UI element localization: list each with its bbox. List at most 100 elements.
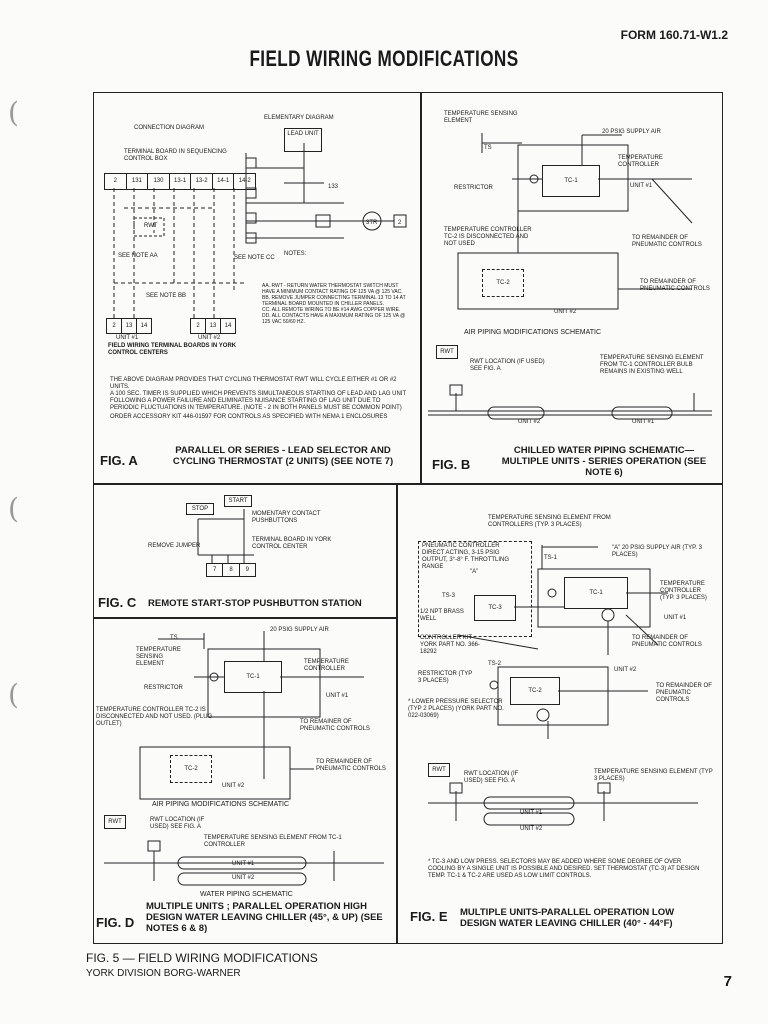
para-2: A 100 SEC. TIMER IS SUPPLIED WHICH PREVE… xyxy=(110,391,407,411)
terminal-cell: 13-1 xyxy=(170,174,192,189)
133-label: 133 xyxy=(328,184,339,190)
fig-b-label: FIG. B xyxy=(432,457,471,472)
restrictor-label: RESTRICTOR xyxy=(144,685,183,691)
rwt-box: RWT xyxy=(104,815,126,829)
tc2-box: TC-2 xyxy=(170,755,212,783)
tc2-note: TEMPERATURE CONTROLLER TC-2 IS DISCONNEC… xyxy=(96,707,213,727)
terminal-boards-caption: FIELD WIRING TERMINAL BOARDS IN YORK CON… xyxy=(108,343,237,356)
terminal-cell: 7 xyxy=(207,564,224,576)
temp-sensing-label: TEMPERATURE SENSING ELEMENT FROM CONTROL… xyxy=(488,515,611,528)
lp-selector-label: * LOWER PRESSURE SELECTOR (TYP 2 PLACES)… xyxy=(408,699,504,719)
fig-e-water-piping xyxy=(428,782,698,826)
fig-e-label: FIG. E xyxy=(410,909,448,924)
rwt-box: RWT xyxy=(436,345,458,359)
remainder-2: TO REMAINDER OF PNEUMATIC CONTROLS xyxy=(656,683,712,703)
npt-label: 1/2 NPT BRASS WELL xyxy=(420,609,464,622)
terminal-cell: 13-2 xyxy=(191,174,213,189)
company-name: YORK DIVISION BORG-WARNER xyxy=(86,968,241,979)
3tr-label: 3TR xyxy=(366,220,378,226)
restrictor-label: RESTRICTOR xyxy=(454,185,493,191)
remainder-2: TO REMAINDER OF PNEUMATIC CONTROLS xyxy=(316,759,386,772)
air-schematic-label: AIR PIPING MODIFICATIONS SCHEMATIC xyxy=(152,801,290,808)
terminal-board-label: TERMINAL BOARD IN YORK CONTROL CENTER xyxy=(252,537,332,550)
footnote: * TC-3 AND LOW PRESS. SELECTORS MAY BE A… xyxy=(428,859,700,879)
tc2-note: TEMPERATURE CONTROLLER TC-2 IS DISCONNEC… xyxy=(444,227,532,247)
ts1-label: TS-1 xyxy=(544,555,558,561)
temp-controller-label: TEMPERATURE CONTROLLER xyxy=(304,659,349,672)
fig-c: START STOP MOMENTARY CONTACT PUSHBUTTONS… xyxy=(94,485,396,617)
pneumatic-controller-label: PNEUMATIC CONTROLLER DIRECT ACTING, 3-15… xyxy=(422,543,510,570)
unit2-label: UNIT #2 xyxy=(614,667,637,673)
see-note-bb: SEE NOTE BB xyxy=(146,293,187,299)
fig-c-label: FIG. C xyxy=(98,595,137,610)
figure-caption: FIG. 5 — FIELD WIRING MODIFICATIONS xyxy=(86,951,318,965)
temp-controller-label: TEMPERATURE CONTROLLER xyxy=(618,155,663,168)
terminal-strip: 2 131 130 13-1 13-2 14-1 14-2 xyxy=(104,173,256,190)
elementary-diagram-label: ELEMENTARY DIAGRAM xyxy=(264,115,334,121)
notes-label: NOTES: xyxy=(284,251,307,257)
a-label: "A" xyxy=(470,569,479,575)
rwt-location: RWT LOCATION (IF USED) SEE FIG. A xyxy=(470,359,545,372)
margin-mark: ( xyxy=(8,492,19,525)
fig-d-water-piping xyxy=(104,840,384,886)
rwt-location: RWT LOCATION (IF USED) SEE FIG. A xyxy=(464,771,519,784)
fig-d-caption: MULTIPLE UNITS ; PARALLEL OPERATION HIGH… xyxy=(146,901,383,934)
momentary-label: MOMENTARY CONTACT PUSHBUTTONS xyxy=(252,511,321,524)
terminal-cell: 9 xyxy=(245,567,249,573)
ts-label: TS xyxy=(170,635,178,641)
note-dd: DD. ALL CONTACTS HAVE A MAXIMUM RATING O… xyxy=(262,313,406,325)
fig-a-wiring: 3TR 2 133 xyxy=(113,143,407,318)
margin-mark: ( xyxy=(8,96,19,129)
remainder-1: TO REMAINDER OF PNEUMATIC CONTROLS xyxy=(632,635,702,648)
para-3: ORDER ACCESSORY KIT 446-01597 FOR CONTRO… xyxy=(110,414,388,420)
horizontal-divider-mid xyxy=(93,483,723,485)
note-bb: BB. REMOVE JUMPER CONNECTING TERMINAL 13… xyxy=(262,295,406,307)
rwt-location: RWT LOCATION (IF USED) SEE FIG. A xyxy=(150,817,205,830)
temp-sensing-label: TEMPERATURE SENSING ELEMENT xyxy=(444,111,518,124)
fig-d: 20 PSIG SUPPLY AIR TS TEMPERATURE SENSIN… xyxy=(94,619,396,942)
ts3-label: TS-3 xyxy=(442,593,456,599)
remainder-1: TO REMAINDER OF PNEUMATIC CONTROLS xyxy=(632,235,702,248)
fig-d-air-piping xyxy=(139,631,364,800)
unit2-pipe-label: UNIT #2 xyxy=(520,826,543,832)
tc3-box: TC-3 xyxy=(474,595,516,621)
unit1-pipe-label: UNIT #1 xyxy=(232,861,255,867)
unit2-label: UNIT #2 xyxy=(554,309,577,315)
fig-a-caption: PARALLEL OR SERIES - LEAD SELECTOR AND C… xyxy=(172,445,394,467)
terminal-cell: 131 xyxy=(127,174,149,189)
unit1-pipe-label: UNIT #1 xyxy=(632,419,655,425)
ts-label: TS xyxy=(484,145,492,151)
terminal-cell: 2 xyxy=(105,174,127,189)
rwt-label: RWT xyxy=(144,223,158,229)
fig-e-caption: MULTIPLE UNITS-PARALLEL OPERATION LOW DE… xyxy=(460,907,675,929)
unit2-pipe-label: UNIT #2 xyxy=(518,419,541,425)
fig-a-label: FIG. A xyxy=(100,453,138,468)
form-number: FORM 160.71-W1.2 xyxy=(620,28,728,42)
element-note: TEMPERATURE SENSING ELEMENT FROM TC-1 CO… xyxy=(204,835,342,848)
bulb-note: TEMPERATURE SENSING ELEMENT FROM TC-1 CO… xyxy=(600,355,704,375)
horizontal-divider-c xyxy=(93,617,396,619)
terminal-cell: 14-2 xyxy=(238,178,251,184)
connection-diagram-label: CONNECTION DIAGRAM xyxy=(134,125,205,131)
unit1-label: UNIT #1 xyxy=(664,615,687,621)
stop-button: STOP xyxy=(186,503,214,515)
terminal-board-label: TERMINAL BOARD IN SEQUENCING CONTROL BOX xyxy=(124,149,227,162)
unit2-terminal-board: 2 13 14 xyxy=(190,318,236,334)
terminal-board-789: 7 8 9 xyxy=(206,563,256,577)
supply-air-label: "A" 20 PSIG SUPPLY AIR (TYP. 3 PLACES) xyxy=(612,545,702,558)
tc2-box: TC-2 xyxy=(482,269,524,297)
vertical-divider-bottom xyxy=(396,483,398,943)
see-note-cc: SEE NOTE CC xyxy=(234,255,275,261)
supply-air-label: 20 PSIG SUPPLY AIR xyxy=(602,129,661,135)
air-schematic-label: AIR PIPING MODIFICATIONS SCHEMATIC xyxy=(464,329,602,336)
notes-block: AA. RWT - RETURN WATER THERMOSTAT SWITCH… xyxy=(262,283,412,325)
restrictor-label: RESTRICTOR (TYP 3 PLACES) xyxy=(418,671,473,684)
unit1-label: UNIT #1 xyxy=(116,335,139,341)
fig-a: ELEMENTARY DIAGRAM CONNECTION DIAGRAM TE… xyxy=(94,93,420,483)
page-number: 7 xyxy=(723,973,732,990)
fig-d-label: FIG. D xyxy=(96,915,135,930)
supply-air-label: 20 PSIG SUPPLY AIR xyxy=(270,627,329,633)
remainder-1: TO REMAINER OF PNEUMATIC CONTROLS xyxy=(300,719,370,732)
para-1: THE ABOVE DIAGRAM PROVIDES THAT CYCLING … xyxy=(110,377,397,390)
fig-e: TEMPERATURE SENSING ELEMENT FROM CONTROL… xyxy=(398,485,720,942)
